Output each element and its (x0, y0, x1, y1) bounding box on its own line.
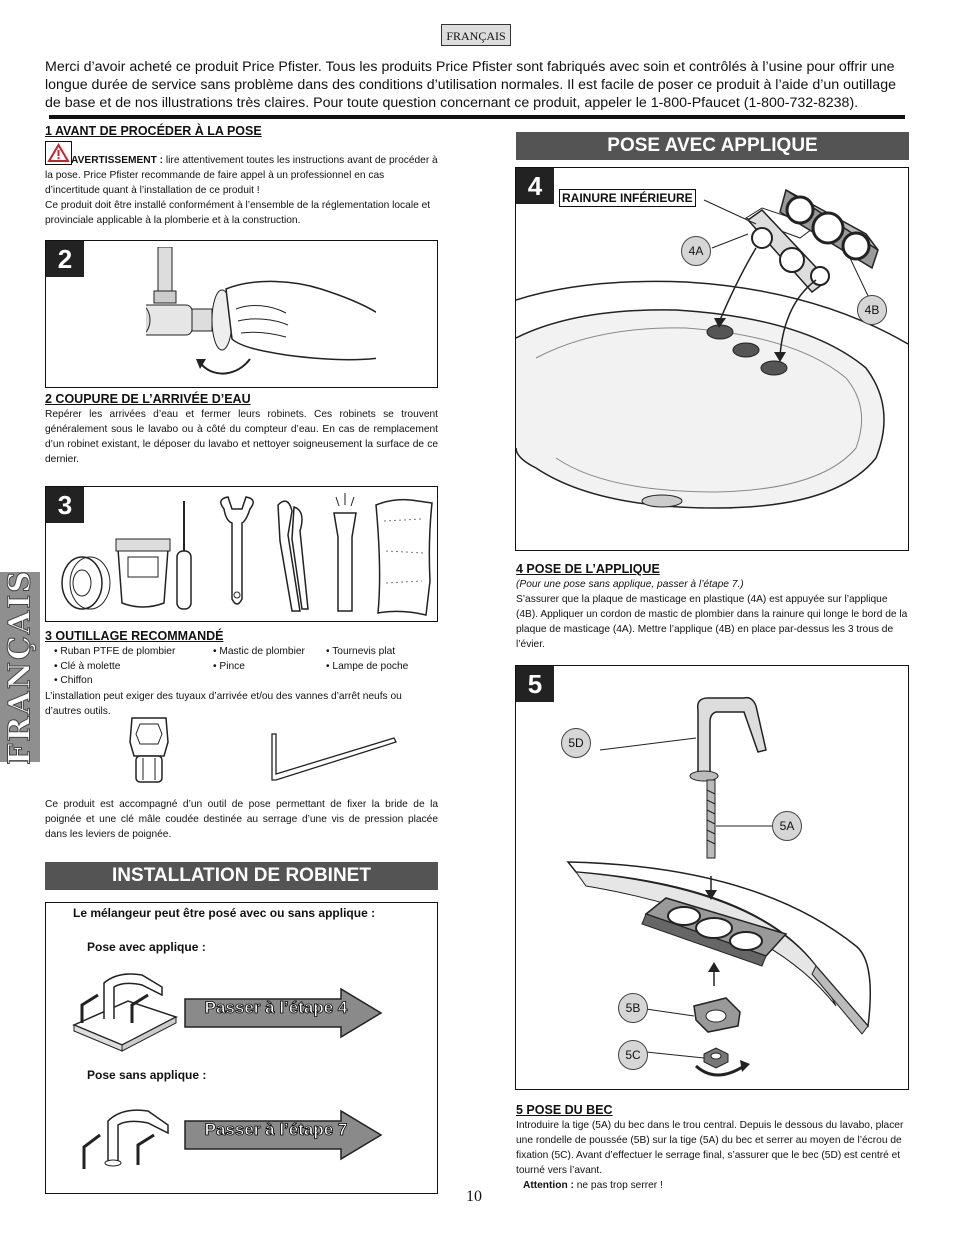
tool-item: • Mastic de plombier (213, 646, 305, 657)
section1-compliance: Ce produit doit être installé conforméme… (45, 200, 431, 226)
rag-icon (375, 498, 433, 616)
shutoff-valve-illustration (146, 247, 376, 375)
attention-text: ne pas trop serrer ! (573, 1180, 663, 1191)
tool-item: • Tournevis plat (326, 646, 396, 657)
figure-3-number: 3 (46, 487, 84, 523)
page-number: 10 (466, 1188, 482, 1205)
install-lead: Le mélangeur peut être posé avec ou sans… (73, 906, 376, 920)
warning-label: AVERTISSEMENT : (71, 155, 164, 166)
header-rule (49, 115, 905, 119)
install-tool-icon (129, 717, 169, 783)
section1-title: 1 AVANT DE PROCÉDER À LA POSE (45, 124, 262, 138)
install-banner: INSTALLATION DE ROBINET (45, 862, 438, 890)
figure-2: 2 (45, 240, 438, 388)
figure-5: 5 5D 5A 5B 5C (515, 665, 909, 1090)
tools-list-col3: • Tournevis plat • Lampe de poche (326, 645, 436, 674)
tools-illustration (61, 493, 433, 616)
figure-4: 4 RAINURE INFÉRIEURE 4A 4B (515, 167, 909, 551)
screwdriver-icon (176, 501, 192, 610)
figure-2-number: 2 (46, 241, 84, 277)
tool-item: • Lampe de poche (326, 660, 409, 672)
warning-icon (45, 141, 72, 165)
pliers-icon (277, 500, 309, 612)
goto-step4-button[interactable]: Passer à l’étape 4 (183, 987, 383, 1039)
warning-text: lire attentivement toutes les instructio… (45, 155, 438, 196)
tools-list-col1: • Ruban PTFE de plombier • Clé à molette… (54, 645, 214, 689)
callout-5b: 5B (618, 993, 648, 1023)
section4-note: (Pour une pose sans applique, passer à l… (516, 579, 744, 590)
tool-item: • Pince (213, 660, 245, 672)
sink-applique-illustration (516, 188, 908, 550)
callout-4a: 4A (681, 236, 711, 266)
figure-5-number: 5 (516, 666, 554, 702)
with-applique-label: Pose avec applique : (87, 940, 206, 954)
side-language-tab: FRANÇAIS (0, 569, 40, 766)
section5-text: Introduire la tige (5A) du bec dans le t… (516, 1120, 904, 1176)
tools-list-col2: • Mastic de plombier • Pince (213, 645, 323, 674)
flashlight-icon (333, 493, 357, 612)
attention-label: Attention : (523, 1180, 574, 1191)
intro-paragraph: Merci d’avoir acheté ce produit Price Pf… (45, 59, 896, 111)
callout-5c: 5C (618, 1040, 648, 1070)
section3-note: L’installation peut exiger des tuyaux d’… (45, 691, 402, 717)
groove-label: RAINURE INFÉRIEURE (559, 189, 696, 207)
goto-step4-label: Passer à l’étape 4 (204, 998, 348, 1018)
section3-tool-note: Ce produit est accompagné d’un outil de … (45, 799, 438, 840)
section1-warning: AVERTISSEMENT : lire attentivement toute… (45, 153, 438, 198)
language-badge: FRANÇAIS (441, 24, 511, 46)
tool-item: • Clé à molette (54, 660, 121, 672)
install-options-box: Le mélangeur peut être posé avec ou sans… (45, 902, 438, 1194)
ptfe-tape-icon (61, 556, 111, 610)
allen-key-icon (271, 733, 397, 781)
section2-text: Repérer les arrivées d’eau et fermer leu… (45, 409, 438, 465)
section4-text: S’assurer que la plaque de masticage en … (516, 594, 908, 650)
section5-title: 5 POSE DU BEC (516, 1103, 613, 1117)
adjustable-wrench-icon (220, 496, 254, 605)
tool-item: • Chiffon (54, 675, 93, 686)
applique-banner: POSE AVEC APPLIQUE (516, 132, 909, 160)
tool-item: • Ruban PTFE de plombier (54, 646, 176, 657)
side-language-label: FRANÇAIS (2, 569, 38, 766)
putty-jar-icon (115, 538, 171, 608)
spout-assembly-illustration (566, 696, 872, 1077)
section4-title: 4 POSE DE L’APPLIQUE (516, 562, 660, 576)
callout-5d: 5D (561, 728, 591, 758)
goto-step7-button[interactable]: Passer à l’étape 7 (183, 1109, 383, 1161)
figure-4-number: 4 (516, 168, 554, 204)
faucet-with-plate-icon (72, 973, 178, 1052)
section3-title: 3 OUTILLAGE RECOMMANDÉ (45, 629, 224, 643)
without-applique-label: Pose sans applique : (87, 1068, 207, 1082)
section5-attention: Attention : ne pas trop serrer ! (523, 1178, 909, 1193)
figure-3: 3 (45, 486, 438, 622)
faucet-without-plate-icon (82, 1109, 169, 1169)
callout-4b: 4B (857, 295, 887, 325)
goto-step7-label: Passer à l’étape 7 (204, 1120, 348, 1140)
section2-title: 2 COUPURE DE L’ARRIVÉE D’EAU (45, 392, 251, 406)
callout-5a: 5A (772, 811, 802, 841)
